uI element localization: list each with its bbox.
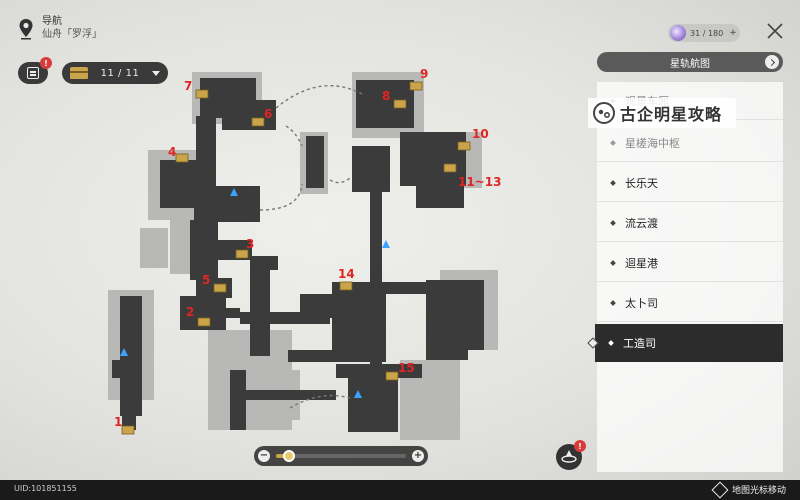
- map-marker-label: 15: [398, 361, 415, 375]
- power-value: 31 / 180: [690, 28, 724, 38]
- location-item-everlasting-heaven[interactable]: 长乐天: [597, 164, 783, 202]
- chest-filter-dropdown[interactable]: 11 / 11: [62, 62, 168, 84]
- map-marker-label: 3: [246, 237, 254, 251]
- location-item-artisanship-commission[interactable]: 工造司: [587, 324, 783, 362]
- nav-title: 导航: [42, 16, 62, 27]
- space-anchor-icon: [120, 348, 128, 356]
- bullet-icon: [610, 259, 616, 266]
- task-badge: !: [40, 57, 52, 69]
- chest-marker-icon: [195, 89, 209, 99]
- map-marker-label: 9: [420, 67, 428, 81]
- task-button[interactable]: !: [18, 57, 52, 84]
- power-plus: +: [729, 28, 737, 38]
- space-anchor-icon: [354, 390, 362, 398]
- zoom-control: − +: [254, 446, 428, 466]
- map-connectors: [259, 84, 363, 409]
- map-pin-icon: [19, 19, 33, 40]
- legend-icon: [561, 450, 577, 463]
- map-marker-label: 8: [382, 89, 390, 103]
- location-item-divination-commission[interactable]: 太卜司: [597, 284, 783, 322]
- map-floors: [112, 78, 484, 432]
- world-map[interactable]: 1 2 3 4 5 6 7 8 9 10 11~13 14 15: [100, 60, 520, 440]
- map-marker-label: 14: [338, 267, 355, 281]
- location-item-starskiff-haven[interactable]: 星槎海中枢: [597, 124, 783, 162]
- bullet-icon: [610, 219, 616, 226]
- map-marker-label: 11~13: [458, 175, 501, 189]
- bullet-icon: [610, 139, 616, 146]
- space-anchor-icon: [382, 240, 390, 248]
- map-marker-label: 1: [114, 415, 122, 429]
- location-label: 迴星港: [625, 256, 658, 270]
- location-label: 工造司: [623, 336, 656, 350]
- bullet-icon: [610, 299, 616, 306]
- map-marker-label: 5: [202, 273, 210, 287]
- location-item-cloudford[interactable]: 流云渡: [597, 204, 783, 242]
- chevron-down-icon: [152, 70, 160, 76]
- location-label: 长乐天: [625, 176, 658, 190]
- power-orb-icon: [670, 25, 686, 41]
- footer-bar: UID:101851155 地图光标移动: [0, 480, 800, 500]
- location-item-starskiff-port[interactable]: 迴星港: [597, 244, 783, 282]
- treasure-chest-icon: [70, 67, 88, 79]
- task-icon: [27, 67, 39, 79]
- location-label: 星槎海中枢: [625, 136, 680, 150]
- uid-label: UID:101851155: [14, 484, 77, 493]
- selected-indicator-icon: [587, 336, 599, 349]
- chest-marker-icon: [175, 153, 189, 163]
- watermark-logo-icon: [593, 102, 615, 124]
- cursor-hint-text: 地图光标移动: [731, 486, 786, 496]
- chest-marker-icon: [409, 81, 423, 91]
- chest-marker-icon: [235, 249, 249, 259]
- panel-header-label: 星轨航图: [670, 58, 710, 70]
- map-walls: [108, 72, 498, 440]
- chest-marker-icon: [393, 99, 407, 109]
- chest-marker-icon: [443, 163, 457, 173]
- chest-marker-icon: [385, 371, 399, 381]
- chest-count: 11 / 11: [100, 67, 140, 79]
- location-list: 观景车厢 星槎海中枢 长乐天 流云渡 迴星港 太卜司 工造司: [587, 82, 783, 472]
- zoom-in-button[interactable]: +: [412, 450, 424, 462]
- nav-block: 导航 仙舟「罗浮」: [18, 16, 102, 42]
- zoom-fill: [276, 454, 289, 458]
- zoom-slider[interactable]: [276, 450, 406, 462]
- bullet-icon: [610, 179, 616, 186]
- legend-badge: !: [574, 440, 586, 452]
- chevron-right-icon: [765, 55, 779, 69]
- map-marker-label: 7: [184, 79, 192, 93]
- map-chest-icons: [121, 81, 471, 435]
- map-marker-label: 4: [168, 145, 176, 159]
- map-teleport-icons: [120, 188, 390, 398]
- chest-marker-icon: [251, 117, 265, 127]
- cursor-hint: 地图光标移动: [711, 481, 786, 498]
- map-marker-label: 2: [186, 305, 194, 319]
- close-icon[interactable]: [766, 22, 784, 40]
- chest-marker-icon: [121, 425, 135, 435]
- dpad-icon: [711, 481, 729, 498]
- zoom-handle[interactable]: [283, 450, 295, 462]
- chest-marker-icon: [213, 283, 227, 293]
- watermark: 古企明星攻略: [588, 98, 736, 128]
- trailblaze-power[interactable]: 31 / 180 +: [668, 24, 740, 42]
- map-marker-label: 10: [472, 127, 489, 141]
- chest-marker-icon: [339, 281, 353, 291]
- space-anchor-icon: [230, 188, 238, 196]
- nav-subtitle: 仙舟「罗浮」: [42, 29, 102, 40]
- chest-marker-icon: [197, 317, 211, 327]
- zoom-out-button[interactable]: −: [258, 450, 270, 462]
- star-rail-map-button[interactable]: 星轨航图: [597, 52, 783, 72]
- chest-marker-icon: [457, 141, 471, 151]
- map-marker-label: 6: [264, 107, 272, 121]
- location-label: 太卜司: [625, 296, 658, 310]
- map-legend-button[interactable]: !: [556, 440, 586, 470]
- bullet-icon: [608, 339, 614, 346]
- watermark-text: 古企明星攻略: [620, 105, 723, 124]
- location-label: 流云渡: [625, 216, 658, 230]
